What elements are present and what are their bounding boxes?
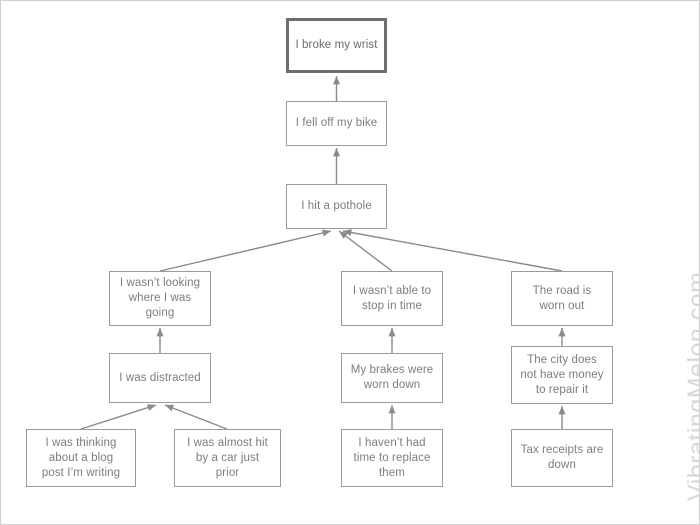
node-label: The city does not have money to repair i… — [520, 353, 604, 396]
edge-wornroad-to-pothole — [342, 229, 563, 272]
node-label: I wasn’t able to stop in time — [352, 284, 432, 312]
node-label: I wasn’t looking where I was going — [119, 277, 201, 319]
node-nomoney[interactable]: The city does not have money to repair i… — [511, 346, 613, 404]
node-label: The road is worn out — [532, 284, 592, 312]
node-label: My brakes were worn down — [350, 364, 434, 391]
node-almosthit[interactable]: I was almost hit by a car just prior — [174, 429, 281, 487]
node-label: I was distracted — [119, 371, 201, 384]
edge-nostop-to-pothole — [338, 230, 393, 272]
node-label: I broke my wrist — [295, 39, 378, 51]
node-label: I hit a pothole — [301, 200, 372, 212]
node-notime[interactable]: I haven’t had time to replace them — [341, 429, 443, 487]
node-wornroad[interactable]: The road is worn out — [511, 271, 613, 326]
edge-notlooking-to-pothole — [159, 229, 332, 272]
node-blogpost[interactable]: I was thinking about a blog post I’m wri… — [26, 429, 136, 487]
edge-almosthit-to-distracted — [164, 404, 228, 430]
node-label: I haven’t had time to replace them — [353, 436, 431, 479]
node-brakes[interactable]: My brakes were worn down — [341, 353, 443, 403]
node-label: I fell off my bike — [295, 117, 378, 129]
node-notlooking[interactable]: I wasn’t looking where I was going — [109, 271, 211, 326]
node-distracted[interactable]: I was distracted — [109, 353, 211, 403]
watermark-label: VibratingMelon.com — [683, 271, 700, 501]
node-bike[interactable]: I fell off my bike — [286, 101, 387, 146]
node-label: I was thinking about a blog post I’m wri… — [41, 436, 121, 479]
node-label: I was almost hit by a car just prior — [187, 436, 268, 479]
node-pothole[interactable]: I hit a pothole — [286, 184, 387, 229]
node-wrist[interactable]: I broke my wrist — [286, 18, 387, 73]
node-taxes[interactable]: Tax receipts are down — [511, 429, 613, 487]
node-label: Tax receipts are down — [520, 444, 604, 471]
node-nostop[interactable]: I wasn’t able to stop in time — [341, 271, 443, 326]
edge-blogpost-to-distracted — [80, 404, 157, 430]
